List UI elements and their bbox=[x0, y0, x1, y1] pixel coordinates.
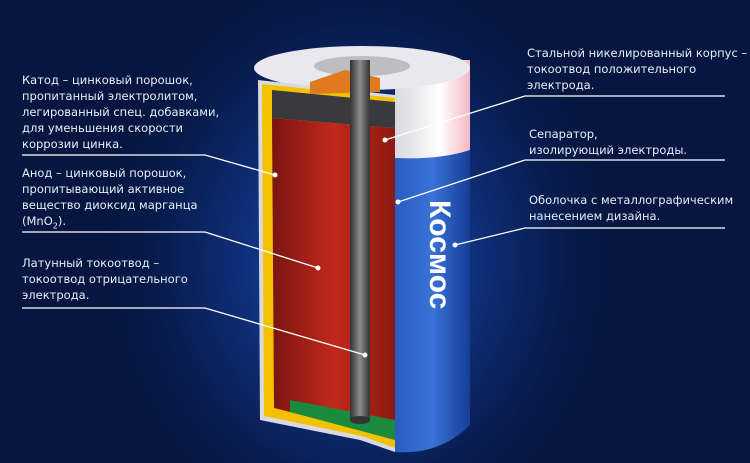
leader-lines bbox=[22, 95, 725, 356]
label-anode: Анод – цинковый порошок, пропитывающий а… bbox=[22, 165, 198, 234]
cutaway-interior bbox=[258, 60, 395, 452]
cathode-layer bbox=[272, 118, 395, 440]
anode-formula-sub: 2 bbox=[52, 221, 58, 231]
leader-dots bbox=[272, 137, 458, 358]
label-separator: Сепаратор, изолирующий электроды. bbox=[529, 127, 688, 157]
label-case: Стальной никелированный корпус – токоотв… bbox=[527, 46, 748, 92]
anode-formula-end: ). bbox=[57, 214, 66, 228]
battery-logo: Космос bbox=[423, 200, 456, 309]
label-cathode: Катод – цинковый порошок, пропитанный эл… bbox=[22, 73, 220, 151]
label-shell: Оболочка с металлографическим нанесением… bbox=[529, 193, 734, 223]
label-anode-text: Анод – цинковый порошок, пропитывающий а… bbox=[22, 166, 198, 212]
label-collector: Латунный токоотвод – токоотвод отрицател… bbox=[22, 256, 188, 302]
collector-rod bbox=[350, 60, 370, 420]
anode-formula: (MnO bbox=[22, 214, 53, 228]
